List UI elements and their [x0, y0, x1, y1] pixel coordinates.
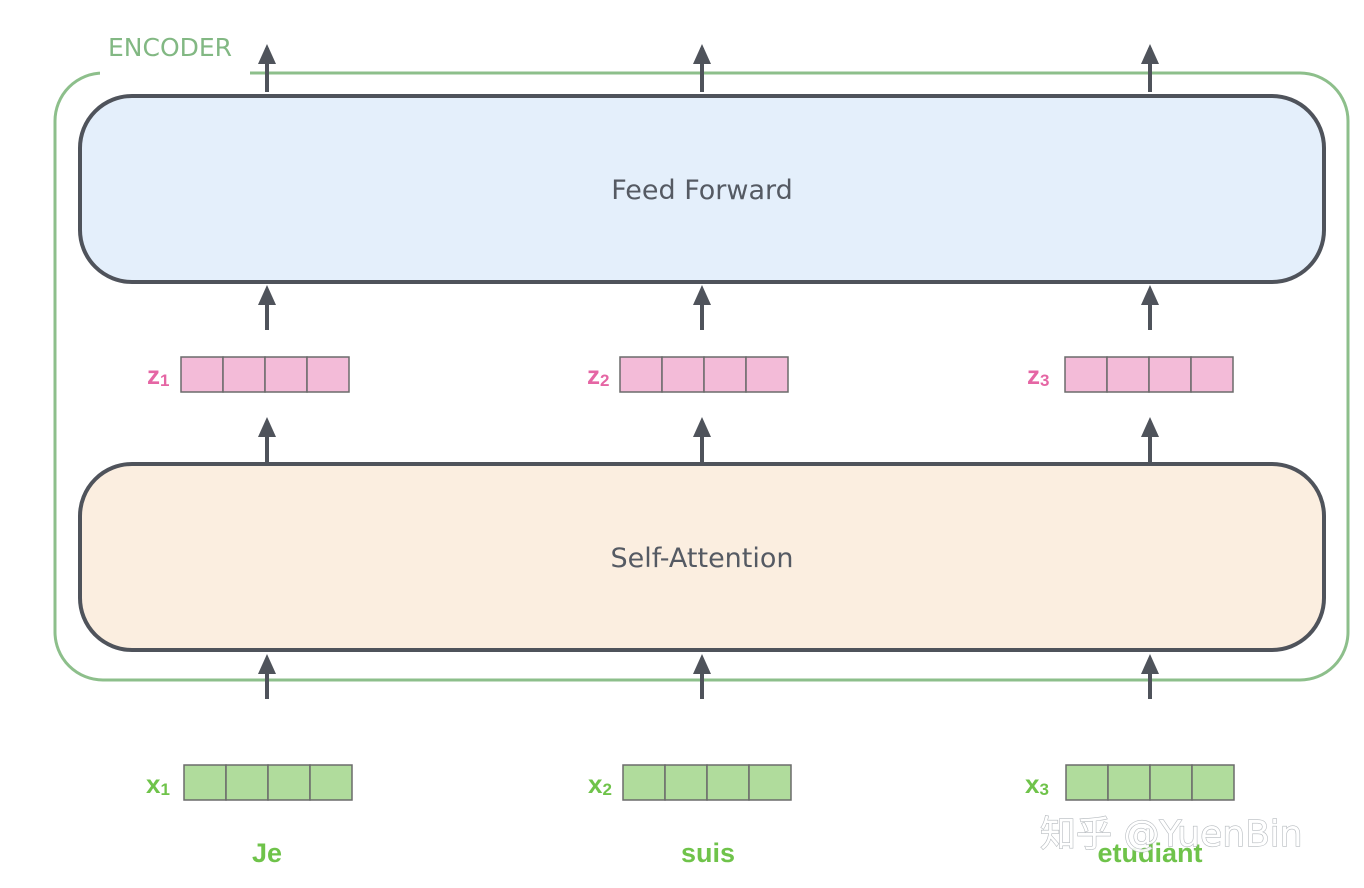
sa-to-z-arrows: [258, 417, 1159, 462]
x3-cell: [1065, 764, 1109, 801]
x1-to-sa-arrow-head: [258, 654, 276, 674]
z-vector-3: z3: [1027, 356, 1234, 393]
z3-cell: [1190, 356, 1234, 393]
x-vector-1: x1: [146, 764, 353, 801]
x-to-sa-arrows: [258, 654, 1159, 699]
z3-label: z3: [1027, 360, 1049, 390]
x2-cell: [748, 764, 792, 801]
x1-cell: [267, 764, 311, 801]
z3-cell: [1106, 356, 1150, 393]
x2-cell: [664, 764, 708, 801]
x1-label: x1: [146, 769, 170, 799]
z1-label: z1: [147, 360, 169, 390]
x2-label: x2: [588, 769, 612, 799]
z-vector-1: z1: [147, 356, 350, 393]
z2-cell: [661, 356, 705, 393]
word-etudiant: etudiant: [1098, 838, 1203, 868]
x2-cell: [706, 764, 750, 801]
x2-to-sa-arrow-head: [693, 654, 711, 674]
feed-forward-label: Feed Forward: [611, 175, 793, 206]
x-vector-2: x2: [588, 764, 792, 801]
z3-cell: [1064, 356, 1108, 393]
z1-cell: [306, 356, 350, 393]
feed-forward-box: [78, 94, 1326, 284]
sa-to-z3-arrow-head: [1141, 417, 1159, 437]
encoder-title-bg: [100, 58, 250, 88]
z3-cell: [1148, 356, 1192, 393]
word-je: Je: [252, 838, 282, 868]
z2-to-ff-arrow-head: [693, 285, 711, 305]
x3-cell: [1191, 764, 1235, 801]
output-arrows: [258, 44, 1159, 92]
x-vector-3: x3: [1025, 764, 1235, 801]
z-to-ff-arrows: [258, 285, 1159, 330]
x3-to-sa-arrow-head: [1141, 654, 1159, 674]
z2-label: z2: [587, 360, 609, 390]
sa-to-z2-arrow-head: [693, 417, 711, 437]
x3-cell: [1107, 764, 1151, 801]
z2-cell: [619, 356, 663, 393]
z1-cell: [264, 356, 308, 393]
output-arrow-1-head: [258, 44, 276, 64]
x1-cell: [225, 764, 269, 801]
x3-label: x3: [1025, 769, 1049, 799]
z1-cell: [222, 356, 266, 393]
x3-cell: [1149, 764, 1193, 801]
x1-cell: [309, 764, 353, 801]
x1-cell: [183, 764, 227, 801]
output-arrow-2-head: [693, 44, 711, 64]
z2-cell: [703, 356, 747, 393]
self-attention-box: [78, 462, 1326, 652]
z2-cell: [745, 356, 789, 393]
self-attention-label: Self-Attention: [610, 543, 793, 574]
z1-to-ff-arrow-head: [258, 285, 276, 305]
z1-cell: [180, 356, 224, 393]
z-vector-2: z2: [587, 356, 789, 393]
output-arrow-3-head: [1141, 44, 1159, 64]
z3-to-ff-arrow-head: [1141, 285, 1159, 305]
sa-to-z1-arrow-head: [258, 417, 276, 437]
encoder-title: ENCODER: [108, 33, 232, 62]
watermark: 知乎 @YuenBin: [1040, 814, 1303, 855]
x2-cell: [622, 764, 666, 801]
word-suis: suis: [681, 838, 735, 868]
